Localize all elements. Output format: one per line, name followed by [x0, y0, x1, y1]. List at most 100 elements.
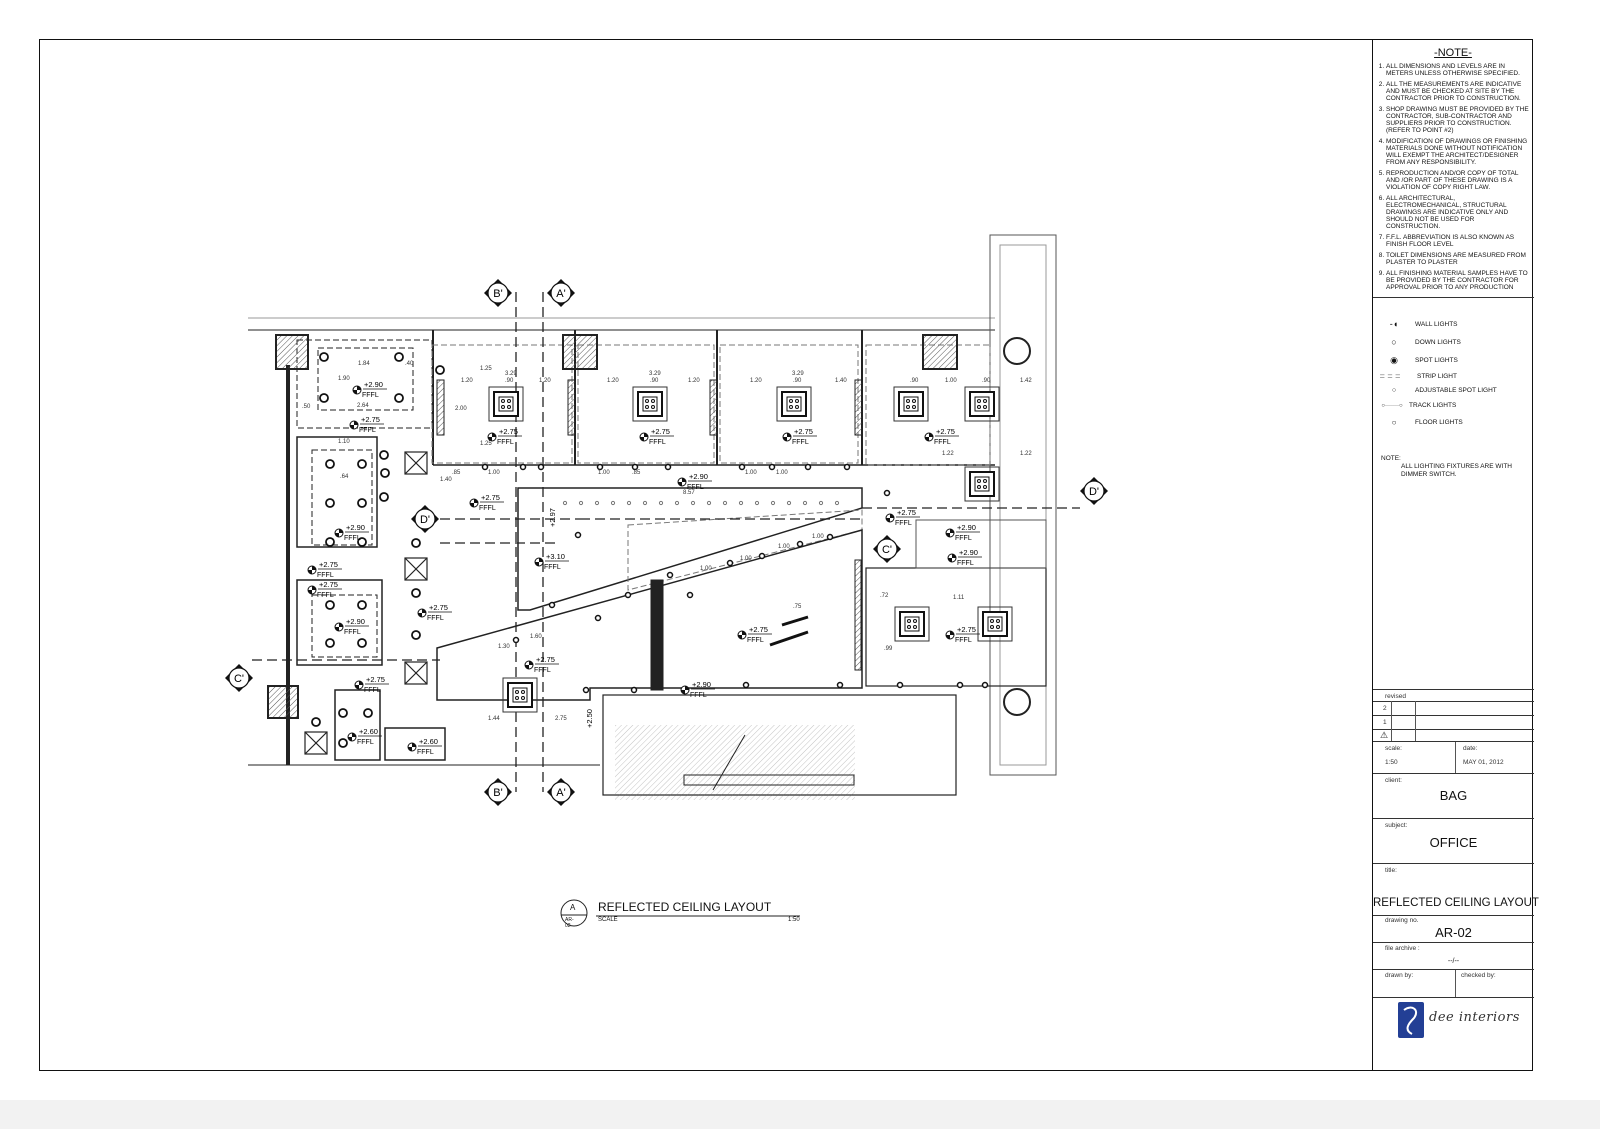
dimension-label: 1.20: [539, 378, 551, 384]
spot-light-icon: [804, 463, 812, 471]
strip-light-icon: = = =: [1379, 371, 1401, 381]
floor-light-icon: ○: [1391, 418, 1397, 427]
dimension-label: .90: [505, 378, 514, 384]
legend-item: ○ADJUSTABLE SPOT LIGHT: [1385, 387, 1497, 394]
ac-diffuser-icon: [632, 386, 668, 422]
section-label: C': [882, 544, 892, 556]
level-unit: FFFL: [534, 667, 551, 674]
dimension-label: .90: [650, 378, 659, 384]
level-unit: FFFL: [792, 439, 809, 446]
strip-light-icon: [674, 500, 680, 506]
dimension-label: 1.22: [942, 451, 954, 457]
note-item: TOILET DIMENSIONS ARE MEASURED FROM PLAS…: [1386, 252, 1529, 266]
spot-light-icon: [548, 601, 556, 609]
spot-light-icon: [768, 463, 776, 471]
spot-light-icon: [666, 571, 674, 579]
notes-heading: -NOTE-: [1434, 47, 1472, 59]
level-unit: FFFL: [687, 484, 704, 491]
level-value: +2.90: [346, 617, 365, 626]
spot-light-icon: [883, 489, 891, 497]
level-unit: FFFL: [344, 629, 361, 636]
strip-light-icon: [578, 500, 584, 506]
section-markers: B'A'B'A'D'D'C'C': [225, 279, 1108, 806]
down-light-icon: [357, 459, 367, 469]
section-marker: A': [547, 279, 575, 307]
level-unit: FFFL: [955, 637, 972, 644]
dimension-label: 2.00: [455, 406, 467, 412]
dimension-label: .40: [405, 361, 414, 367]
spot-light-icon: [826, 533, 834, 541]
spot-light-icon: [758, 552, 766, 560]
dimension-label: 3.29: [505, 371, 517, 377]
strip-light-icon: [594, 500, 600, 506]
drawn-checked-row: drawn by: checked by:: [1373, 969, 1534, 998]
level-value: +2.50: [585, 709, 594, 728]
down-light-icon: [394, 352, 404, 362]
caption-scale: 1:50: [788, 917, 800, 923]
section-label: D': [1089, 486, 1099, 498]
down-light-icon: [357, 537, 367, 547]
drawing-sheet: [0, 0, 1600, 1100]
down-light-icon: [325, 537, 335, 547]
level-value: +2.75: [319, 560, 338, 569]
ac-diffuser-icon: [776, 386, 812, 422]
section-marker: B': [484, 279, 512, 307]
dimension-label: 1.00: [776, 470, 788, 476]
down-light-icon: [319, 352, 329, 362]
dimension-label: 1.00: [740, 556, 752, 562]
ac-diffuser-icon: [894, 606, 930, 642]
down-light-icon: ○: [1391, 337, 1397, 347]
revision-row: ⚠: [1373, 729, 1534, 741]
level-value: +2.90: [689, 472, 708, 481]
adjustable-spot-light-icon: ○: [1391, 387, 1397, 394]
dimension-label: .90: [982, 378, 991, 384]
level-unit: FFFL: [317, 592, 334, 599]
strip-light-icon: [562, 500, 568, 506]
wall-light-icon: -◖: [1389, 319, 1399, 329]
spot-light-icon: ◉: [1390, 355, 1398, 365]
level-value: +2.97: [548, 508, 557, 527]
spot-light-icon: [624, 591, 632, 599]
section-marker: C': [225, 664, 253, 692]
note-item: ALL ARCHITECTURAL, ELECTROMECHANICAL, ST…: [1386, 195, 1529, 230]
down-light-icon: [394, 393, 404, 403]
spot-light-icon: [596, 463, 604, 471]
title-row: title: REFLECTED CEILING LAYOUT: [1373, 863, 1539, 915]
level-value: +2.75: [957, 625, 976, 634]
dimension-label: 1.22: [1020, 451, 1032, 457]
level-unit: FFFL: [427, 615, 444, 622]
down-light-icon: [379, 492, 389, 502]
level-unit: FFFL: [690, 692, 707, 699]
level-unit: FFFL: [895, 520, 912, 527]
level-unit: FFFL: [544, 564, 561, 571]
strip-light-icon: [754, 500, 760, 506]
note-item: ALL THE MEASUREMENTS ARE INDICATIVE AND …: [1386, 81, 1529, 102]
dimension-label: .90: [793, 378, 802, 384]
strip-light-icon: [642, 500, 648, 506]
level-value: +2.75: [651, 427, 670, 436]
dimension-label: 1.25: [480, 441, 492, 447]
strip-light-icon: [818, 500, 824, 506]
section-marker: C': [873, 535, 901, 563]
dimension-label: 1.00: [598, 470, 610, 476]
level-value: +2.75: [794, 427, 813, 436]
section-label: D': [420, 514, 430, 526]
revision-triangle-icon: ⚠: [1380, 730, 1389, 740]
section-label: A': [556, 787, 565, 799]
strip-light-icon: [738, 500, 744, 506]
dimension-label: 3.29: [792, 371, 804, 377]
track-light-icon: [769, 630, 809, 647]
level-unit: FFFL: [317, 572, 334, 579]
down-light-icon: [411, 588, 421, 598]
ac-diffuser-icon: [977, 606, 1013, 642]
